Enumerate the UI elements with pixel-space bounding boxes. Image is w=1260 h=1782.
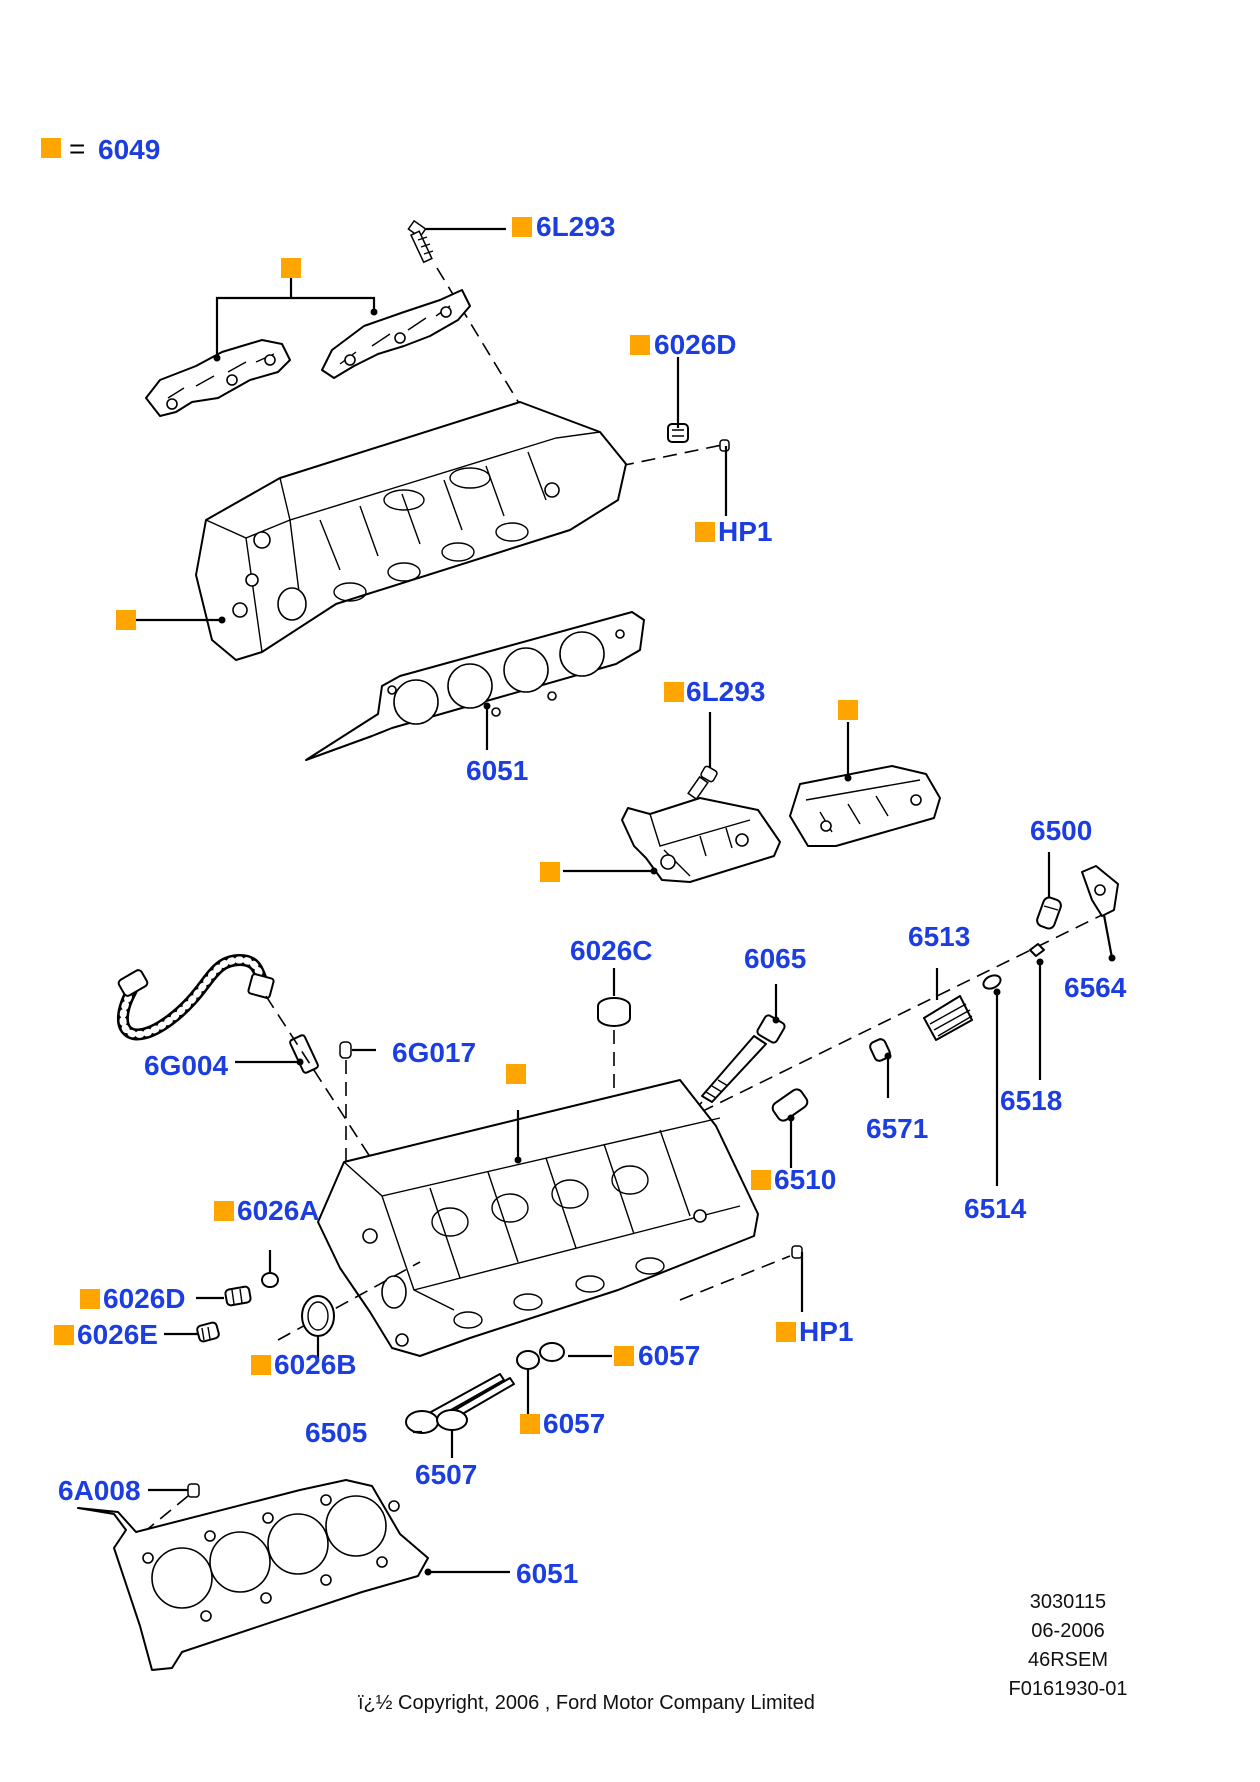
callout-6564: 6564 bbox=[1064, 972, 1127, 1003]
callout-6a008: 6A008 bbox=[58, 1475, 141, 1506]
callout-6026d-bottom: 6026D bbox=[103, 1283, 186, 1314]
lash-adjuster-6510 bbox=[771, 1088, 809, 1122]
pin-hp1-bottom bbox=[791, 1245, 803, 1259]
callout-6518: 6518 bbox=[1000, 1085, 1062, 1116]
legend: = 6049 bbox=[41, 133, 160, 165]
marker-icon bbox=[512, 217, 532, 237]
valves-6505-6507 bbox=[405, 1373, 515, 1434]
upper-cylinder-head-assembly bbox=[136, 219, 730, 761]
valve-cover-right bbox=[789, 765, 941, 847]
marker-icon bbox=[664, 682, 684, 702]
marker-icon bbox=[54, 1325, 74, 1345]
valve-cover-assembly bbox=[563, 712, 941, 883]
callout-6026b: 6026B bbox=[274, 1349, 357, 1380]
callout-6051-top: 6051 bbox=[466, 755, 528, 786]
callout-hp1-bottom: HP1 bbox=[799, 1316, 853, 1347]
marker-icon bbox=[695, 522, 715, 542]
valve-cover-left bbox=[621, 797, 781, 883]
marker-icon bbox=[520, 1414, 540, 1434]
callout-6057-left: 6057 bbox=[543, 1408, 605, 1439]
rocker-arm-6564 bbox=[1081, 865, 1119, 917]
callout-6514: 6514 bbox=[964, 1193, 1027, 1224]
pin-6g017 bbox=[339, 1041, 352, 1059]
callout-6l293-mid: 6L293 bbox=[686, 676, 765, 707]
marker-icon bbox=[80, 1289, 100, 1309]
pin-hp1-top bbox=[719, 439, 730, 452]
footer-date: 06-2006 bbox=[1031, 1620, 1104, 1642]
callout-6057-right: 6057 bbox=[638, 1340, 700, 1371]
marker-icon bbox=[281, 258, 301, 278]
marker-icon bbox=[838, 700, 858, 720]
legend-marker-icon bbox=[41, 138, 61, 158]
footer: 3030115 06-2006 46RSEM F0161930-01 ï¿½ C… bbox=[358, 1591, 1127, 1714]
callout-hp1-top: HP1 bbox=[718, 516, 772, 547]
bolt-6l293-mid bbox=[687, 765, 718, 801]
callout-6513: 6513 bbox=[908, 921, 970, 952]
plug-6026a bbox=[261, 1272, 279, 1288]
callout-6026c: 6026C bbox=[570, 935, 653, 966]
marker-icon bbox=[614, 1346, 634, 1366]
callout-6026a: 6026A bbox=[237, 1195, 320, 1226]
callout-labels: 6L293 6026D HP1 6051 6L293 6500 6513 656… bbox=[54, 211, 1127, 1589]
callout-6065: 6065 bbox=[744, 943, 806, 974]
callout-6g004: 6G004 bbox=[144, 1050, 228, 1081]
callout-6571: 6571 bbox=[866, 1113, 928, 1144]
marker-icon bbox=[214, 1201, 234, 1221]
valve-train-assembly bbox=[647, 852, 1119, 1186]
pin-6a008 bbox=[187, 1483, 200, 1498]
callout-6026d-top: 6026D bbox=[654, 329, 737, 360]
head-bolt-6065 bbox=[701, 1014, 786, 1103]
retainer-6514 bbox=[982, 974, 1002, 990]
marker-icon bbox=[506, 1064, 526, 1084]
cylinder-head-lower bbox=[317, 1079, 759, 1357]
marker-icon bbox=[776, 1322, 796, 1342]
head-gasket-lower bbox=[77, 1479, 429, 1671]
callout-6505: 6505 bbox=[305, 1417, 367, 1448]
cap-6026c bbox=[597, 997, 631, 1027]
marker-icon bbox=[251, 1355, 271, 1375]
valve-spring-6513 bbox=[923, 995, 973, 1041]
bolt-6l293-top bbox=[407, 219, 434, 264]
callout-6026e: 6026E bbox=[77, 1319, 158, 1350]
head-gasket-upper bbox=[305, 611, 645, 761]
callout-6500: 6500 bbox=[1030, 815, 1092, 846]
marker-icon bbox=[116, 610, 136, 630]
footer-model: 46RSEM bbox=[1028, 1649, 1108, 1671]
callout-6510: 6510 bbox=[774, 1164, 836, 1195]
marker-icon bbox=[751, 1170, 771, 1190]
cylinder-head-upper bbox=[195, 401, 627, 661]
callout-6507: 6507 bbox=[415, 1459, 477, 1490]
sensor-and-hardware bbox=[117, 953, 786, 1201]
callout-6g017: 6G017 bbox=[392, 1037, 476, 1068]
marker-icon bbox=[630, 335, 650, 355]
footer-copyright: ï¿½ Copyright, 2006 , Ford Motor Company… bbox=[358, 1692, 815, 1714]
callout-6051-bottom: 6051 bbox=[516, 1558, 578, 1589]
keeper-6518 bbox=[1029, 943, 1045, 957]
valve-guides-6057 bbox=[516, 1342, 565, 1370]
exhaust-manifold-right bbox=[321, 289, 471, 379]
footer-code: 3030115 bbox=[1030, 1591, 1106, 1613]
marker-icon bbox=[540, 862, 560, 882]
callout-6l293-top: 6L293 bbox=[536, 211, 615, 242]
footer-figure: F0161930-01 bbox=[1009, 1678, 1128, 1700]
legend-equals: = bbox=[69, 133, 85, 164]
plug-6026d-bottom bbox=[224, 1285, 252, 1307]
lifter-6500 bbox=[1036, 896, 1062, 930]
legend-part-number: 6049 bbox=[98, 134, 160, 165]
seal-6026b bbox=[301, 1295, 335, 1337]
plug-6026e bbox=[196, 1321, 220, 1343]
plugs-and-seals bbox=[131, 1245, 804, 1574]
exhaust-manifold-left bbox=[145, 339, 291, 417]
